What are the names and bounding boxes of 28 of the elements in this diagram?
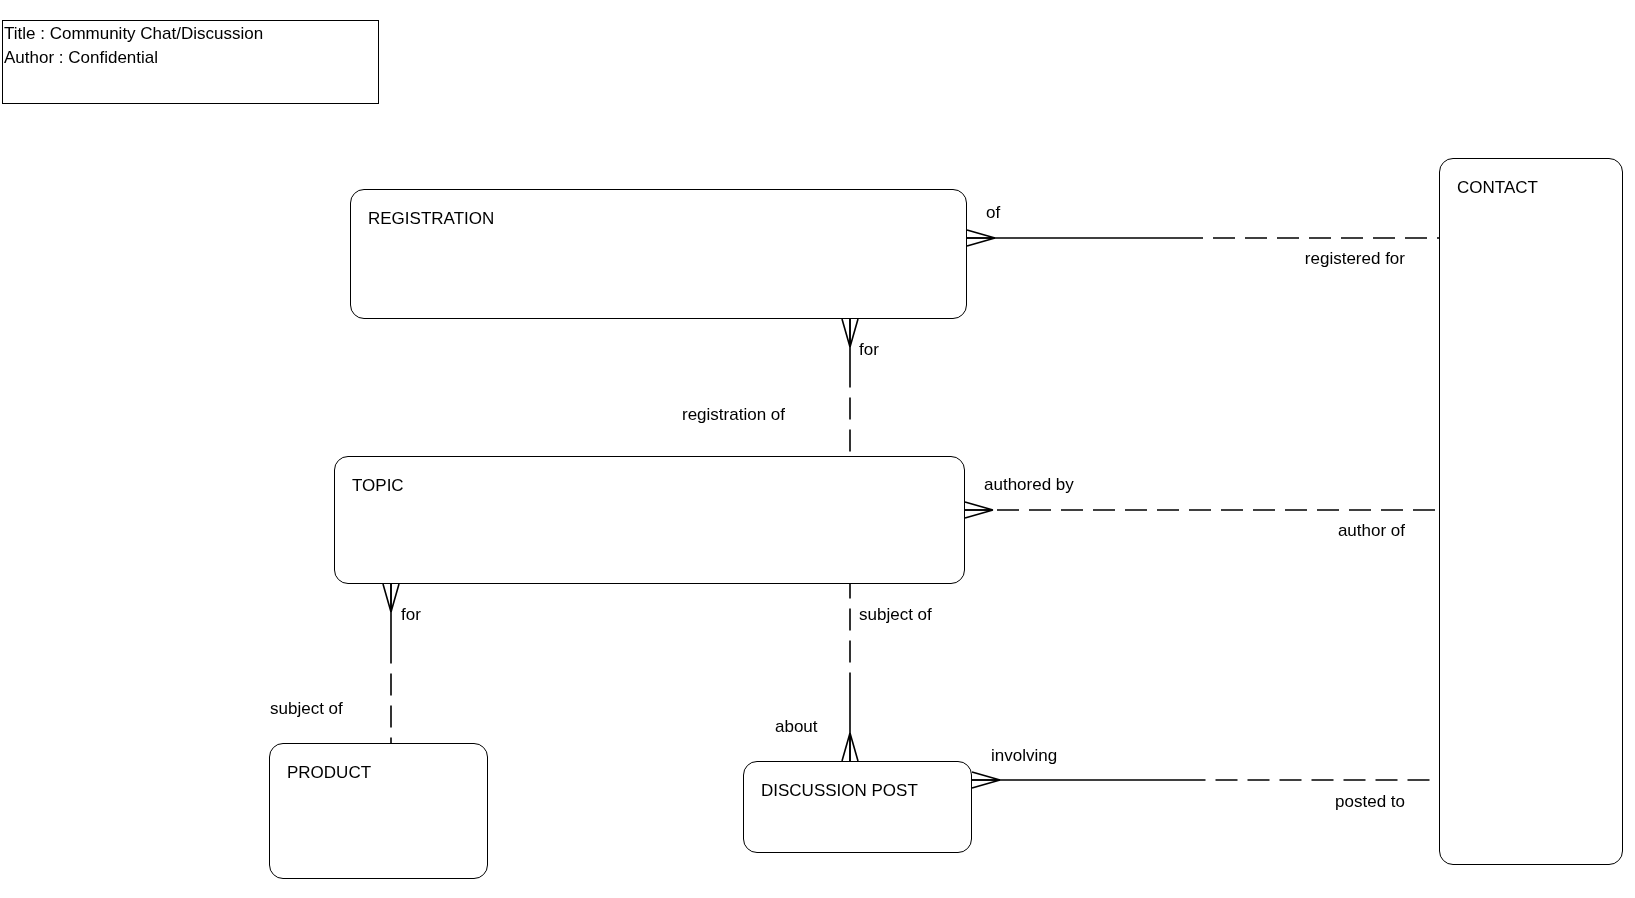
relationship-label: subject of xyxy=(270,699,343,719)
entity-name: REGISTRATION xyxy=(368,208,495,230)
relationship-line xyxy=(382,583,400,744)
relationship-label: about xyxy=(775,717,818,737)
title-text: Author : Confidential xyxy=(4,47,159,69)
entity-name: CONTACT xyxy=(1457,177,1538,199)
relationship-line xyxy=(841,583,859,762)
entity-box xyxy=(1439,158,1623,865)
relationship-label: subject of xyxy=(859,605,932,625)
relationship-label: of xyxy=(986,203,1001,223)
entity-name: DISCUSSION POST xyxy=(761,780,918,802)
relationship-line xyxy=(966,229,1440,247)
relationship-label: involving xyxy=(991,746,1058,766)
relationship-label: registration of xyxy=(682,405,785,425)
title-block xyxy=(2,20,379,104)
relationship-label: registered for xyxy=(1304,249,1405,269)
entity-box xyxy=(350,189,967,319)
entity-box xyxy=(269,743,488,879)
entity-name: PRODUCT xyxy=(287,762,372,784)
relationship-label: for xyxy=(401,605,421,625)
entity-box xyxy=(743,761,972,853)
title-text: Title : Community Chat/Discussion xyxy=(4,23,264,45)
entity-box xyxy=(334,456,965,584)
entity-name: TOPIC xyxy=(352,475,404,497)
relationship-label: authored by xyxy=(984,475,1074,495)
relationship-label: author of xyxy=(1337,521,1405,541)
relationship-label: for xyxy=(859,340,879,360)
relationship-label: posted to xyxy=(1335,792,1405,812)
